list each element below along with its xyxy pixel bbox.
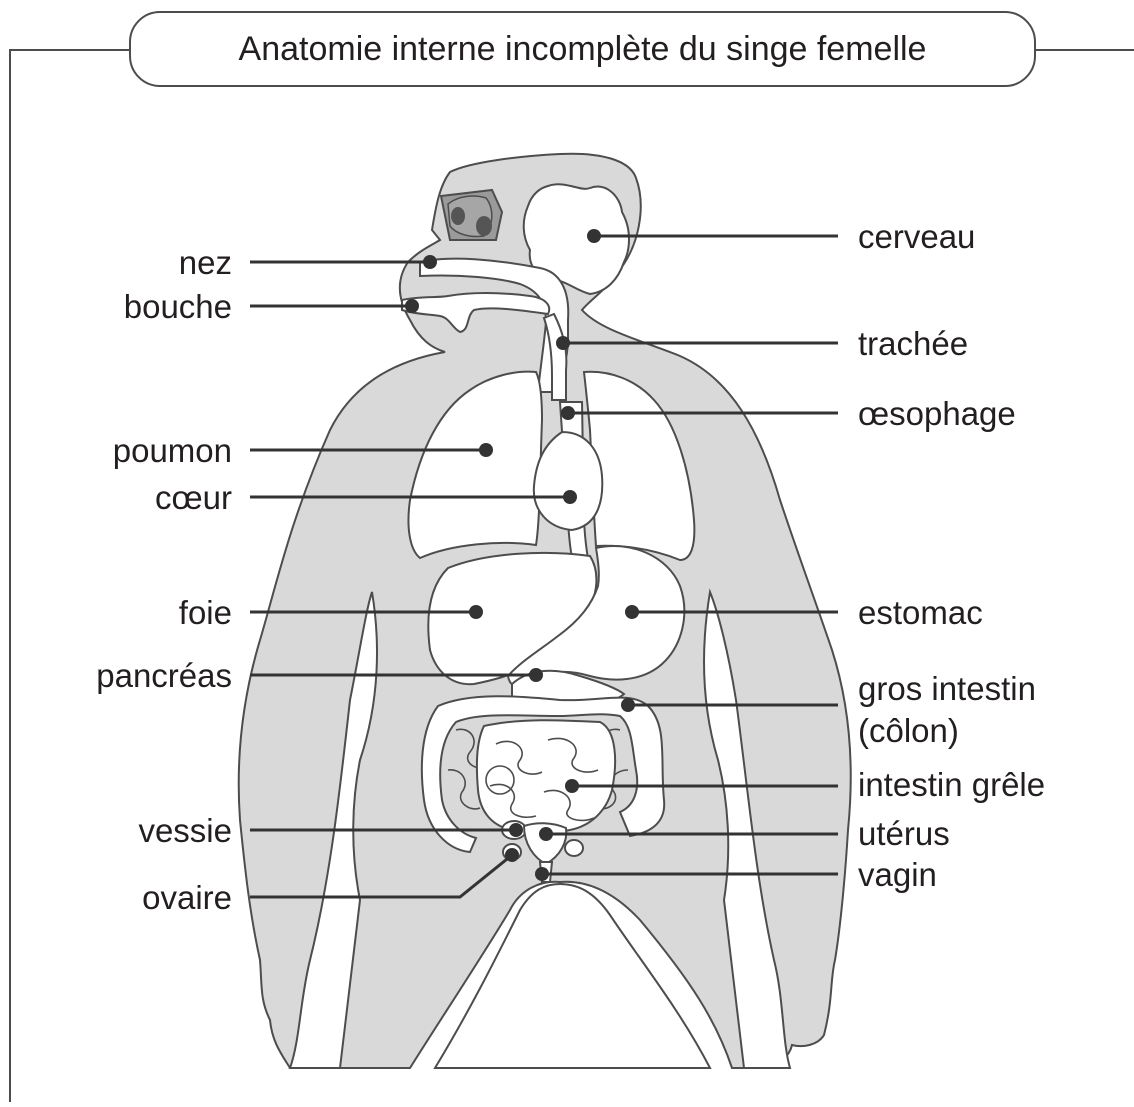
label-bouche: bouche: [124, 290, 232, 323]
dot-bouche: [405, 299, 419, 313]
label-pancreas: pancréas: [96, 659, 232, 692]
label-coeur: cœur: [155, 481, 232, 514]
dot-pancreas: [529, 668, 543, 682]
dot-trachee: [556, 336, 570, 350]
frame-left-line: [10, 50, 130, 1102]
label-oesophage: œsophage: [858, 397, 1016, 430]
dot-nez: [423, 255, 437, 269]
dot-oesophage: [561, 406, 575, 420]
label-intestin-grele: intestin grêle: [858, 768, 1045, 801]
dot-ovaire: [505, 848, 519, 862]
label-vessie: vessie: [138, 814, 232, 847]
label-ovaire: ovaire: [142, 881, 232, 914]
dot-vessie: [509, 823, 523, 837]
label-cerveau: cerveau: [858, 220, 975, 253]
diagram-title: Anatomie interne incomplète du singe fem…: [130, 12, 1035, 86]
label-gros-intestin: gros intestin: [858, 672, 1036, 705]
label-colon: (côlon): [858, 714, 959, 747]
dot-gros-intestin: [621, 698, 635, 712]
small-intestine: [477, 720, 615, 833]
label-trachee: trachée: [858, 327, 968, 360]
label-uterus: utérus: [858, 817, 950, 850]
eyes: [441, 190, 502, 240]
label-estomac: estomac: [858, 596, 983, 629]
dot-poumon: [479, 443, 493, 457]
dot-intestin-grele: [565, 779, 579, 793]
dot-cerveau: [587, 229, 601, 243]
label-poumon: poumon: [113, 434, 232, 467]
label-foie: foie: [179, 596, 232, 629]
dot-estomac: [625, 605, 639, 619]
dot-vagin: [535, 867, 549, 881]
dot-uterus: [539, 827, 553, 841]
label-vagin: vagin: [858, 858, 937, 891]
dot-foie: [469, 605, 483, 619]
label-nez: nez: [179, 246, 232, 279]
ovary-right: [565, 840, 583, 856]
dot-coeur: [563, 490, 577, 504]
